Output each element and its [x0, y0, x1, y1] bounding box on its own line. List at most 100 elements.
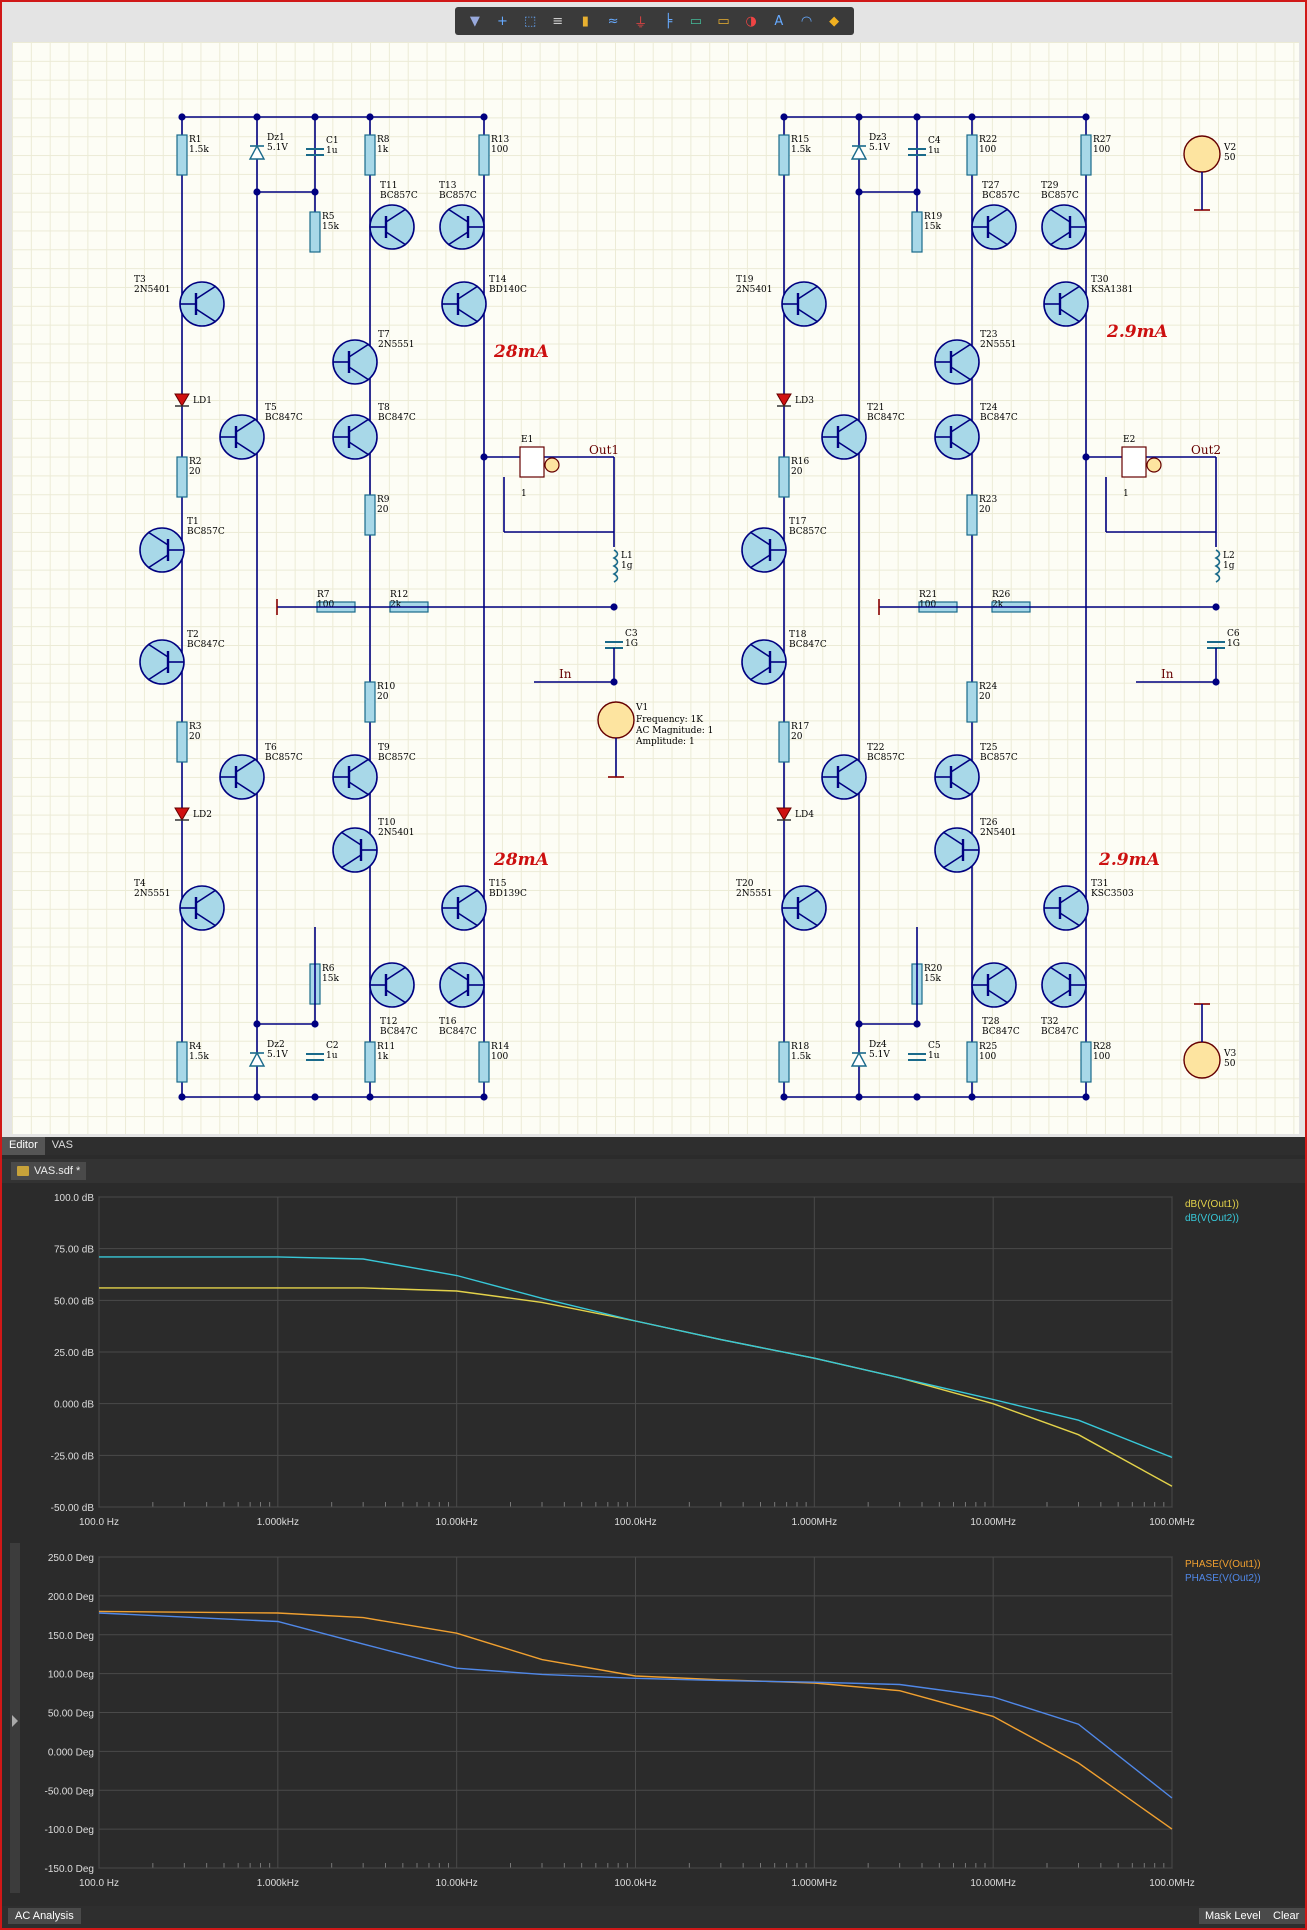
transistor-lead	[447, 966, 469, 981]
analysis-type-label[interactable]: AC Analysis	[8, 1908, 81, 1924]
resistor-ref: R21	[919, 590, 937, 600]
transistor-ref: T20	[736, 879, 754, 889]
transistor-ref: T1	[187, 517, 199, 527]
clear-button[interactable]: Clear	[1267, 1908, 1306, 1924]
bus-icon[interactable]: ╞	[664, 13, 673, 29]
component-icon[interactable]: ▮	[581, 13, 589, 29]
series-line-0	[98, 1610, 1173, 1830]
y-tick-label: -100.0 Deg	[45, 1825, 94, 1836]
tab-vas[interactable]: VAS	[51, 1139, 73, 1151]
resistor-ref: R9	[377, 495, 390, 505]
supply-ref: V2	[1223, 143, 1236, 153]
resistor-ref: R15	[791, 135, 810, 145]
mask-level-button[interactable]: Mask Level	[1199, 1908, 1267, 1924]
zener-value: 5.1V	[869, 143, 890, 153]
transistor-ref: T2	[187, 630, 199, 640]
document-tab-vas-sdf[interactable]: VAS.sdf *	[11, 1162, 87, 1180]
wire-icon[interactable]: ≈	[607, 13, 619, 29]
transistor-value: 2N5401	[134, 285, 171, 295]
ground-icon[interactable]: ⏚	[634, 15, 648, 31]
transistor-lead	[1049, 231, 1071, 246]
schematic-canvas[interactable]: R11.5kR81kR13100R515kDz15.1VC11uT11BC857…	[2, 2, 1305, 1137]
transistor-lead	[942, 831, 964, 846]
transistor-lead	[837, 441, 859, 456]
transistor-lead	[385, 208, 407, 223]
transistor-value: 2N5551	[134, 889, 171, 899]
resistor-ref: R4	[189, 1042, 202, 1052]
inductor-ref: L2	[1223, 551, 1235, 561]
transistor-value: 2N5551	[736, 889, 773, 899]
transistor-lead	[447, 208, 469, 223]
led	[776, 807, 792, 821]
transistor-value: BC857C	[789, 527, 827, 537]
text-icon[interactable]: A	[774, 13, 784, 29]
resistor	[966, 1041, 978, 1083]
arc-icon[interactable]: ◠	[800, 13, 813, 29]
transistor-value: BC847C	[789, 640, 827, 650]
crosshair-icon[interactable]: +	[497, 13, 508, 29]
junction	[1212, 603, 1220, 611]
transistor-lead	[348, 366, 370, 381]
transistor-lead	[1059, 285, 1081, 300]
source-param: Frequency: 1K	[636, 715, 703, 725]
resistor-ref: R14	[491, 1042, 510, 1052]
y-tick-label: 25.00 dB	[54, 1348, 94, 1359]
resistor-value: 15k	[322, 222, 339, 232]
opamp-source	[1146, 457, 1162, 473]
legend-entry: dB(V(Out1))	[1185, 1199, 1239, 1210]
transistor-lead	[348, 758, 370, 773]
gain-value: 1	[521, 489, 527, 499]
opamp-source	[544, 457, 560, 473]
select-rect-icon[interactable]: ⬚	[523, 13, 537, 29]
resistor	[478, 1041, 490, 1083]
resistor-ref: R20	[924, 964, 943, 974]
capacitor-ref: C1	[326, 136, 339, 146]
probe-icon[interactable]: ◆	[829, 13, 840, 29]
transistor-value: 2N5401	[980, 828, 1017, 838]
tab-editor[interactable]: Editor	[2, 1137, 45, 1155]
transistor-value: KSC3503	[1091, 889, 1134, 899]
junction	[913, 1093, 921, 1101]
capacitor-ref: C4	[928, 136, 941, 146]
resistor-value: 20	[791, 732, 803, 742]
transistor-ref: T8	[378, 403, 390, 413]
transistor-ref: T9	[378, 743, 390, 753]
ac-source	[597, 701, 635, 739]
align-icon[interactable]: ≡	[552, 13, 564, 29]
legend-entry: PHASE(V(Out1))	[1185, 1559, 1261, 1570]
transistor-lead	[942, 854, 964, 869]
transistor-ref: T15	[489, 879, 507, 889]
panel-collapse-handle[interactable]	[10, 1543, 20, 1893]
transistor-ref: T13	[439, 181, 457, 191]
port-icon[interactable]: ▭	[717, 13, 730, 29]
resistor-value: 15k	[924, 974, 941, 984]
junction	[311, 1093, 319, 1101]
junction	[610, 603, 618, 611]
transistor-lead	[1059, 912, 1081, 927]
inductor-ref: L1	[621, 551, 633, 561]
resistor	[778, 134, 790, 176]
opamp-block	[1121, 446, 1147, 478]
filter-icon[interactable]: ▼	[469, 13, 480, 29]
net-label-in: In	[1161, 667, 1174, 681]
transistor-lead	[195, 285, 217, 300]
inductor-value: 1g	[621, 561, 633, 571]
resistor	[309, 211, 321, 253]
transistor-lead	[447, 989, 469, 1004]
transistor-ref: T18	[789, 630, 807, 640]
transistor-ref: T14	[489, 275, 507, 285]
led	[174, 393, 190, 407]
net-label-icon[interactable]: ▭	[689, 13, 703, 29]
resistor-value: 100	[491, 145, 508, 155]
power-icon[interactable]: ◑	[745, 13, 757, 29]
resistor-ref: R19	[924, 212, 943, 222]
transistor-value: BC847C	[380, 1027, 418, 1037]
transistor-value: 2N5551	[378, 340, 415, 350]
transistor-value: BC857C	[187, 527, 225, 537]
transistor-ref: T12	[380, 1017, 397, 1027]
capacitor-value: 1G	[625, 639, 638, 649]
